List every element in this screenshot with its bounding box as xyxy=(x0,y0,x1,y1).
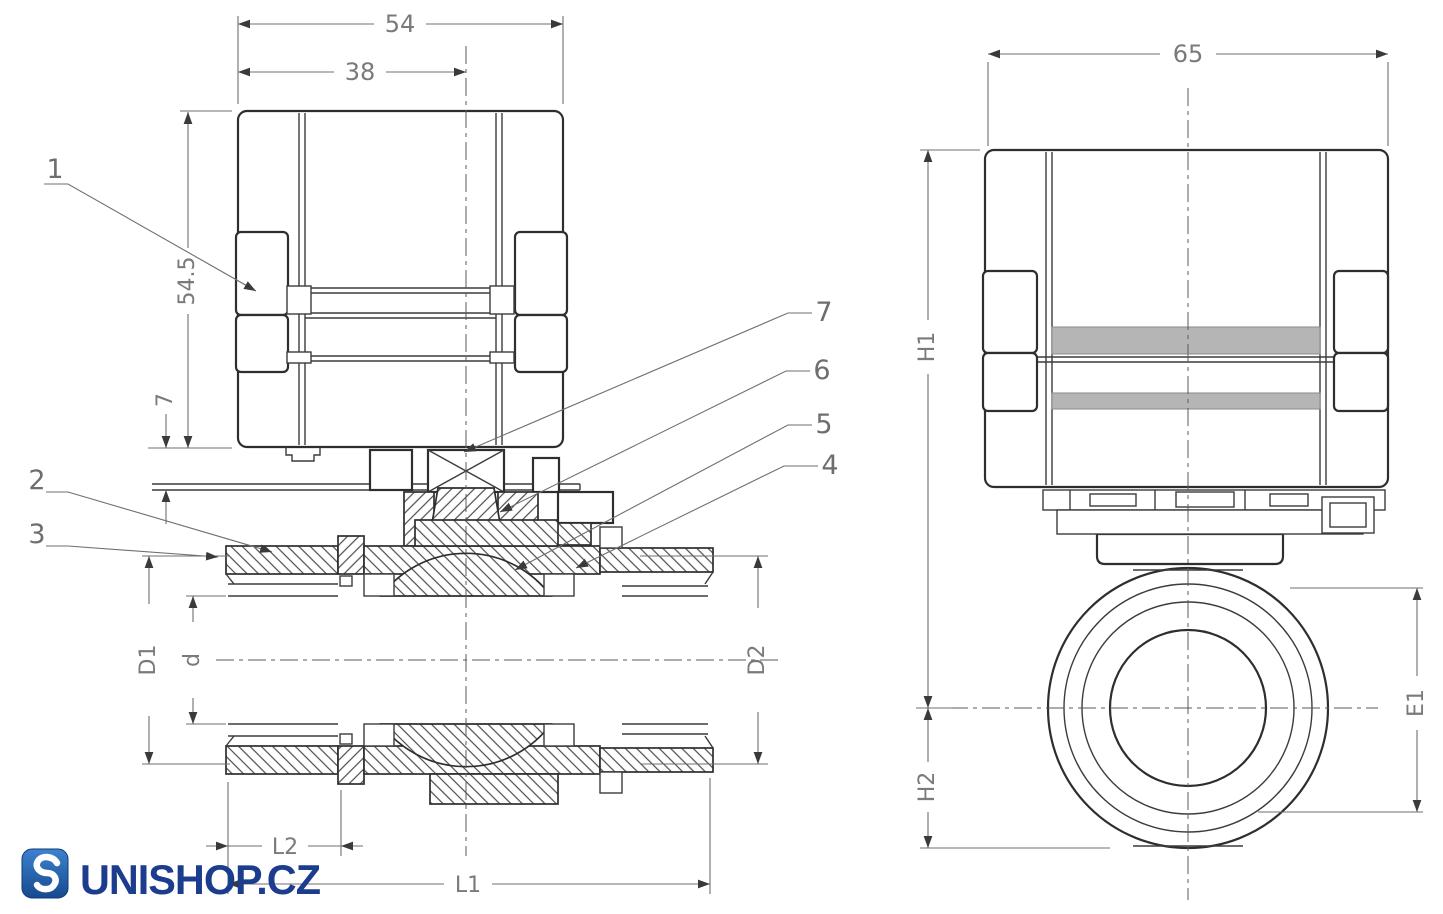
callout-6: 6 xyxy=(813,355,830,386)
callout-5: 5 xyxy=(815,409,832,440)
valve-body-section xyxy=(225,519,714,805)
dim-38: 38 xyxy=(345,58,376,86)
front-view: 54 38 54.5 7 D1 d xyxy=(28,10,838,898)
actuator-ear-left-lower xyxy=(234,313,290,374)
mounting-plate-front xyxy=(152,483,581,491)
left-port-top-wall xyxy=(225,545,339,575)
ball-bottom xyxy=(379,723,553,768)
callout-7: 7 xyxy=(815,297,832,328)
packing-boss xyxy=(414,519,559,547)
callout-3: 3 xyxy=(28,519,45,550)
union-collar-top xyxy=(337,535,365,575)
seat-left-top xyxy=(363,573,395,597)
dim-d: d xyxy=(180,653,205,667)
dim-L2: L2 xyxy=(272,835,298,860)
dim-65: 65 xyxy=(1173,40,1204,68)
actuator-ear-right-lower xyxy=(513,313,569,374)
actuator-screw-stub xyxy=(285,447,321,462)
bracket-side xyxy=(1042,489,1386,566)
dim-7: 7 xyxy=(153,393,178,407)
right-port-top-wall xyxy=(599,547,714,573)
dim-54: 54 xyxy=(385,10,416,38)
dim-H1: H1 xyxy=(915,332,940,363)
brand-logo: UNISHOP.CZ xyxy=(21,848,321,903)
dim-L1: L1 xyxy=(455,873,481,898)
logo-icon-glyph xyxy=(33,853,61,893)
seat-left-bottom xyxy=(363,723,395,747)
centerlines-side xyxy=(916,88,1378,900)
side-ear-left-lower xyxy=(981,351,1039,413)
side-ear-left-upper xyxy=(981,269,1039,355)
dimensions-side: 65 H1 H2 E1 xyxy=(915,40,1429,849)
dimensions-front: 54 38 54.5 7 D1 d xyxy=(136,10,770,898)
label-band-lower xyxy=(1051,392,1321,410)
dim-H2: H2 xyxy=(915,772,940,803)
side-view: 65 H1 H2 E1 xyxy=(915,40,1429,900)
centerlines-front xyxy=(216,46,780,856)
actuator-ear-left-upper xyxy=(234,230,290,317)
callout-1: 1 xyxy=(46,154,63,185)
callout-4: 4 xyxy=(821,450,838,481)
seat-right-bottom xyxy=(543,723,575,747)
actuator-side xyxy=(981,148,1390,489)
logo-text: UNISHOP.CZ xyxy=(80,856,320,903)
dim-54-5: 54.5 xyxy=(175,257,200,306)
dim-D1: D1 xyxy=(136,645,161,676)
label-band-upper xyxy=(1051,326,1321,355)
seat-right-top xyxy=(543,573,575,597)
actuator-front xyxy=(234,109,569,462)
body-bottom-boss xyxy=(429,773,559,805)
dim-E1: E1 xyxy=(1404,689,1429,717)
union-collar-bottom xyxy=(337,745,365,785)
left-port-bottom-wall xyxy=(225,745,339,775)
callout-2: 2 xyxy=(28,465,45,496)
neck xyxy=(1095,532,1285,566)
actuator-ear-right-upper xyxy=(513,230,569,317)
right-port-bottom-wall xyxy=(599,747,714,773)
dim-D2: D2 xyxy=(745,645,770,676)
side-ear-right-lower xyxy=(1332,351,1390,413)
part-callouts: 1 2 3 7 6 5 4 xyxy=(28,154,839,571)
side-ear-right-upper xyxy=(1332,269,1390,355)
